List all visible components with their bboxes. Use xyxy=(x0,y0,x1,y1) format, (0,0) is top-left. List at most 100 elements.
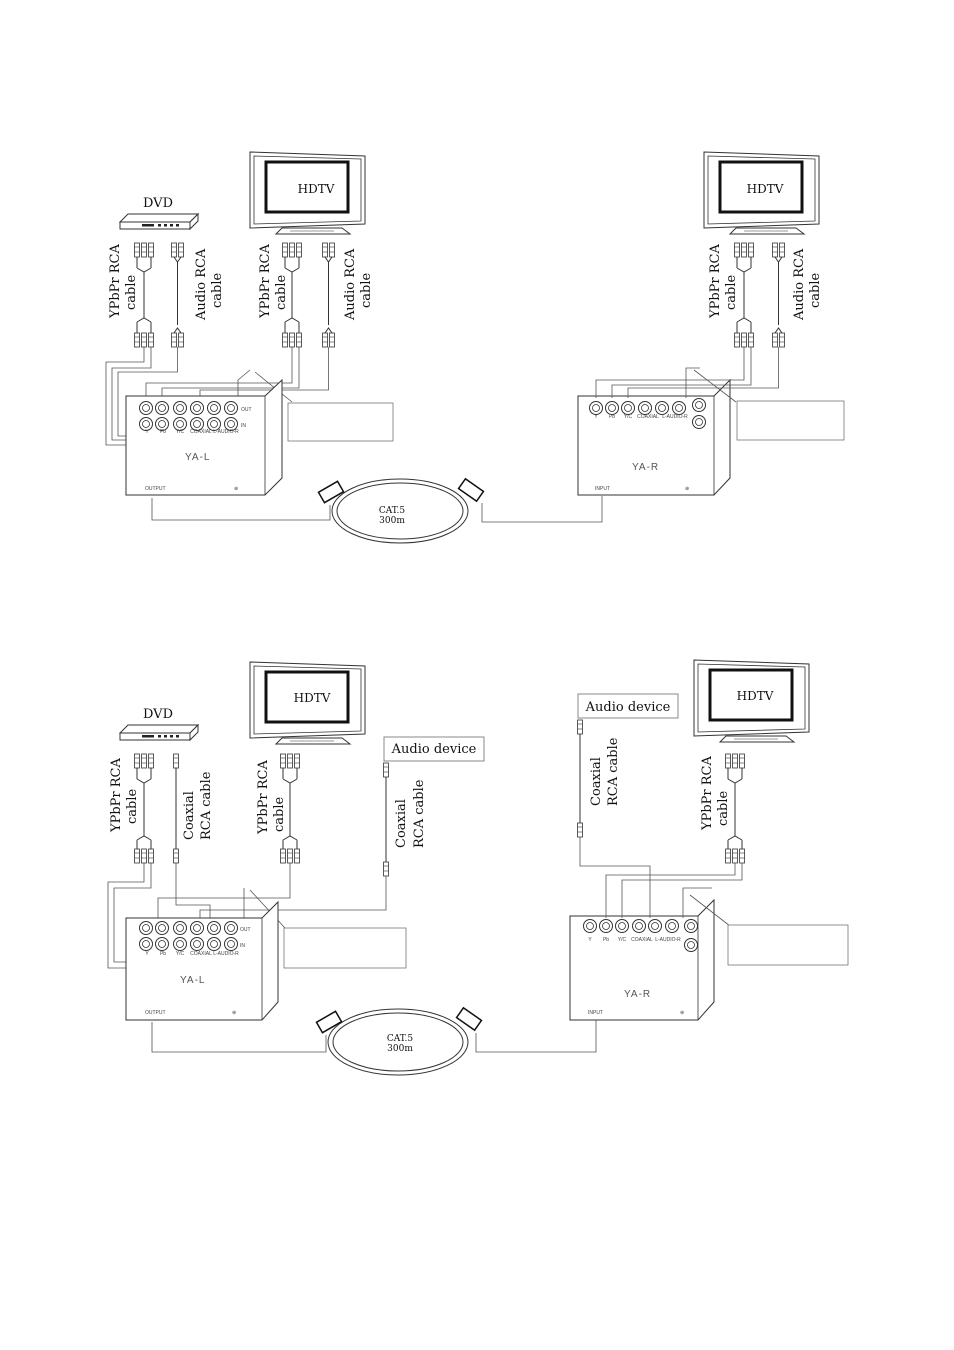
cable-label: Coaxial xyxy=(182,791,197,840)
svg-text:L-AUDIO-R: L-AUDIO-R xyxy=(662,414,688,420)
svg-text:L-AUDIO-R: L-AUDIO-R xyxy=(655,937,681,943)
cable-label: cable xyxy=(210,272,225,308)
cable-label: YPbPr RCA xyxy=(109,758,124,833)
cable-label: YPbPr RCA xyxy=(700,756,715,831)
cable-label: cable xyxy=(125,788,140,824)
receiver-device: Y Pb Y/C COAXIAL L-AUDIO-R YA-R INPUT ⊕ xyxy=(577,378,731,496)
receiver-label: YA-R xyxy=(632,462,659,473)
svg-text:Pb: Pb xyxy=(603,937,609,943)
cable-label: Coaxial xyxy=(394,799,409,848)
svg-text:Y/C: Y/C xyxy=(176,429,185,435)
top-diagram: DVD HDTV HDTV YPbPr RCA cable Audio R xyxy=(105,150,845,544)
svg-text:OUTPUT: OUTPUT xyxy=(145,1010,166,1016)
svg-text:COAXIAL: COAXIAL xyxy=(190,951,212,957)
audio-device-box xyxy=(383,736,485,762)
wiring xyxy=(579,837,743,927)
cable-label: cable xyxy=(808,272,823,308)
svg-text:Y: Y xyxy=(588,937,592,943)
svg-text:COAXIAL: COAXIAL xyxy=(190,429,212,435)
wiring xyxy=(107,863,387,969)
sender-device: Y Pb Y/C COAXIAL L-AUDIO-R OUT IN YA-L O… xyxy=(125,900,279,1021)
audio-cable xyxy=(171,242,184,348)
svg-text:IN: IN xyxy=(241,423,246,429)
cable-label: YPbPr RCA xyxy=(708,244,723,319)
cable-label: Audio RCA xyxy=(194,248,209,321)
svg-text:L-AUDIO-R: L-AUDIO-R xyxy=(213,951,239,957)
ypbpr-cable xyxy=(282,242,302,348)
audio-cable xyxy=(322,242,335,348)
coax-cable xyxy=(383,762,389,877)
cable-label: cable xyxy=(274,274,289,310)
bottom-diagram: DVD HDTV HDTV Audio device Audio device … xyxy=(107,658,849,1076)
dvd-label: DVD xyxy=(143,196,173,211)
note-box xyxy=(287,402,394,442)
cat5-cable xyxy=(151,1006,597,1076)
svg-text:⊕: ⊕ xyxy=(234,486,238,492)
svg-text:OUT: OUT xyxy=(240,927,251,933)
svg-text:Y: Y xyxy=(145,951,149,957)
cable-label: cable xyxy=(272,796,287,832)
cable-label: YPbPr RCA xyxy=(258,244,273,319)
ypbpr-cable xyxy=(280,753,300,864)
ypbpr-cable xyxy=(725,753,745,864)
svg-text:Y/C: Y/C xyxy=(618,937,627,943)
coax-cable xyxy=(577,719,583,838)
cat5-length: 300m xyxy=(387,1044,413,1054)
cat5-cable xyxy=(151,477,603,544)
cable-label: Audio RCA xyxy=(792,248,807,321)
svg-text:INPUT: INPUT xyxy=(588,1010,603,1016)
cable-label: cable xyxy=(716,790,731,826)
wiring xyxy=(595,347,779,403)
cable-label: RCA cable xyxy=(412,779,427,848)
cat5-label: CAT.5 xyxy=(379,506,405,516)
dvd-player-icon xyxy=(119,724,199,741)
dvd-player-icon xyxy=(119,213,199,230)
sender-label: YA-L xyxy=(185,452,211,463)
ypbpr-cable xyxy=(134,753,154,864)
hdtv-label: HDTV xyxy=(737,689,774,703)
svg-text:⊕: ⊕ xyxy=(685,486,689,492)
hdtv-label: HDTV xyxy=(294,691,331,705)
sender-label: YA-L xyxy=(180,975,206,986)
audio-device-label: Audio device xyxy=(585,700,671,715)
sender-device: Y Pb Y/C COAXIAL L-AUDIO-R OUT IN YA-L O… xyxy=(125,378,283,496)
note-box xyxy=(736,400,845,441)
svg-text:Pb: Pb xyxy=(160,429,166,435)
svg-text:Pb: Pb xyxy=(160,951,166,957)
cable-label: YPbPr RCA xyxy=(256,760,271,835)
ypbpr-cable xyxy=(734,242,754,348)
svg-text:COAXIAL: COAXIAL xyxy=(631,937,653,943)
svg-text:Y: Y xyxy=(145,429,149,435)
cable-label: RCA cable xyxy=(606,737,621,806)
svg-text:COAXIAL: COAXIAL xyxy=(637,414,659,420)
cat5-length: 300m xyxy=(379,516,405,526)
receiver-device: Y Pb Y/C COAXIAL L-AUDIO-R YA-R INPUT ⊕ xyxy=(569,898,715,1021)
svg-text:OUT: OUT xyxy=(241,407,252,413)
hdtv-label: HDTV xyxy=(747,182,784,196)
audio-device-box xyxy=(577,693,679,719)
cat5-label: CAT.5 xyxy=(387,1034,413,1044)
svg-text:Y/C: Y/C xyxy=(624,414,633,420)
svg-text:Pb: Pb xyxy=(609,414,615,420)
svg-text:⊕: ⊕ xyxy=(680,1010,684,1016)
svg-text:Y: Y xyxy=(594,414,598,420)
svg-text:OUTPUT: OUTPUT xyxy=(145,486,166,492)
receiver-label: YA-R xyxy=(624,989,651,1000)
hdtv-label: HDTV xyxy=(298,182,335,196)
cable-label: cable xyxy=(124,274,139,310)
svg-text:Y/C: Y/C xyxy=(176,951,185,957)
svg-text:INPUT: INPUT xyxy=(595,486,610,492)
ypbpr-cable xyxy=(134,242,154,348)
coax-cable xyxy=(173,753,179,864)
cable-label: Coaxial xyxy=(589,757,604,806)
svg-text:⊕: ⊕ xyxy=(232,1010,236,1016)
cable-label: Audio RCA xyxy=(343,248,358,321)
cable-label: cable xyxy=(359,272,374,308)
svg-text:IN: IN xyxy=(240,943,245,949)
note-box xyxy=(283,927,407,969)
cable-label: RCA cable xyxy=(199,771,214,840)
svg-text:L-AUDIO-R: L-AUDIO-R xyxy=(213,429,239,435)
cable-label: YPbPr RCA xyxy=(108,244,123,319)
